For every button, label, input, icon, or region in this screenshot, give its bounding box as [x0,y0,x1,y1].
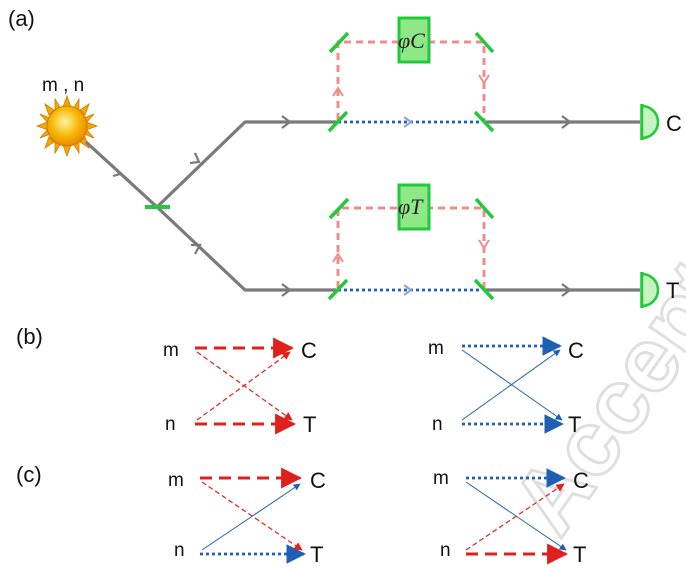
label-m: m [433,468,449,489]
beam-splitter-icon [327,278,349,301]
panel-c: (c) m n C T m n C T [16,462,589,567]
label-m: m [163,340,179,361]
label-m: m [168,470,184,491]
label-c: C [301,338,317,363]
phase-c-label: φC [398,28,425,53]
panel-c-right: m n C T [433,468,589,567]
phase-t-label: φT [398,194,424,219]
label-n: n [174,540,185,561]
beam-splitter-icon [327,110,349,133]
detector-t: T [640,272,679,308]
lower-interferometer: φT [327,183,495,301]
mirror-icon [474,31,495,54]
panel-b: (b) m n C T m n C T [16,324,584,437]
panel-b-left: m n C T [163,337,317,437]
phase-shifter-t [397,183,431,231]
panel-c-left: m n C T [168,467,326,567]
label-t: T [303,412,316,437]
sun-source-icon [35,94,99,158]
mirror-icon [328,31,350,54]
panel-c-label: (c) [16,462,42,487]
beam-splitter-icon [473,110,495,133]
panel-a: (a) m , n [8,6,682,308]
beam-upper-arm [155,120,336,209]
detector-icon [640,272,660,308]
mirror-icon [474,197,495,220]
label-t: T [310,542,323,567]
label-c: C [573,468,589,493]
label-c: C [310,468,326,493]
label-t: T [573,542,586,567]
label-n: n [440,540,451,561]
label-t: T [568,412,581,437]
label-c: C [568,338,584,363]
panel-a-label: (a) [8,6,35,31]
label-m: m [428,338,444,359]
label-n: n [165,414,176,435]
detector-t-label: T [666,278,679,303]
watermark-text: Accepted manuscript [493,0,686,551]
watermark: Accepted manuscript [491,0,686,553]
panel-b-label: (b) [16,324,43,349]
beam-arrows [111,115,572,297]
panel-b-right: m n C T [428,336,584,437]
detector-c: C [640,104,682,140]
source-label: m , n [42,75,84,96]
beam-splitter-icon [473,278,495,301]
mirror-icon [328,197,350,220]
upper-interferometer: φC [327,16,495,133]
phase-shifter-c [397,16,431,64]
detector-icon [640,104,660,140]
beam-lower-arm [155,205,336,292]
detector-c-label: C [666,111,682,136]
label-n: n [432,414,443,435]
beam-paths [84,120,640,292]
